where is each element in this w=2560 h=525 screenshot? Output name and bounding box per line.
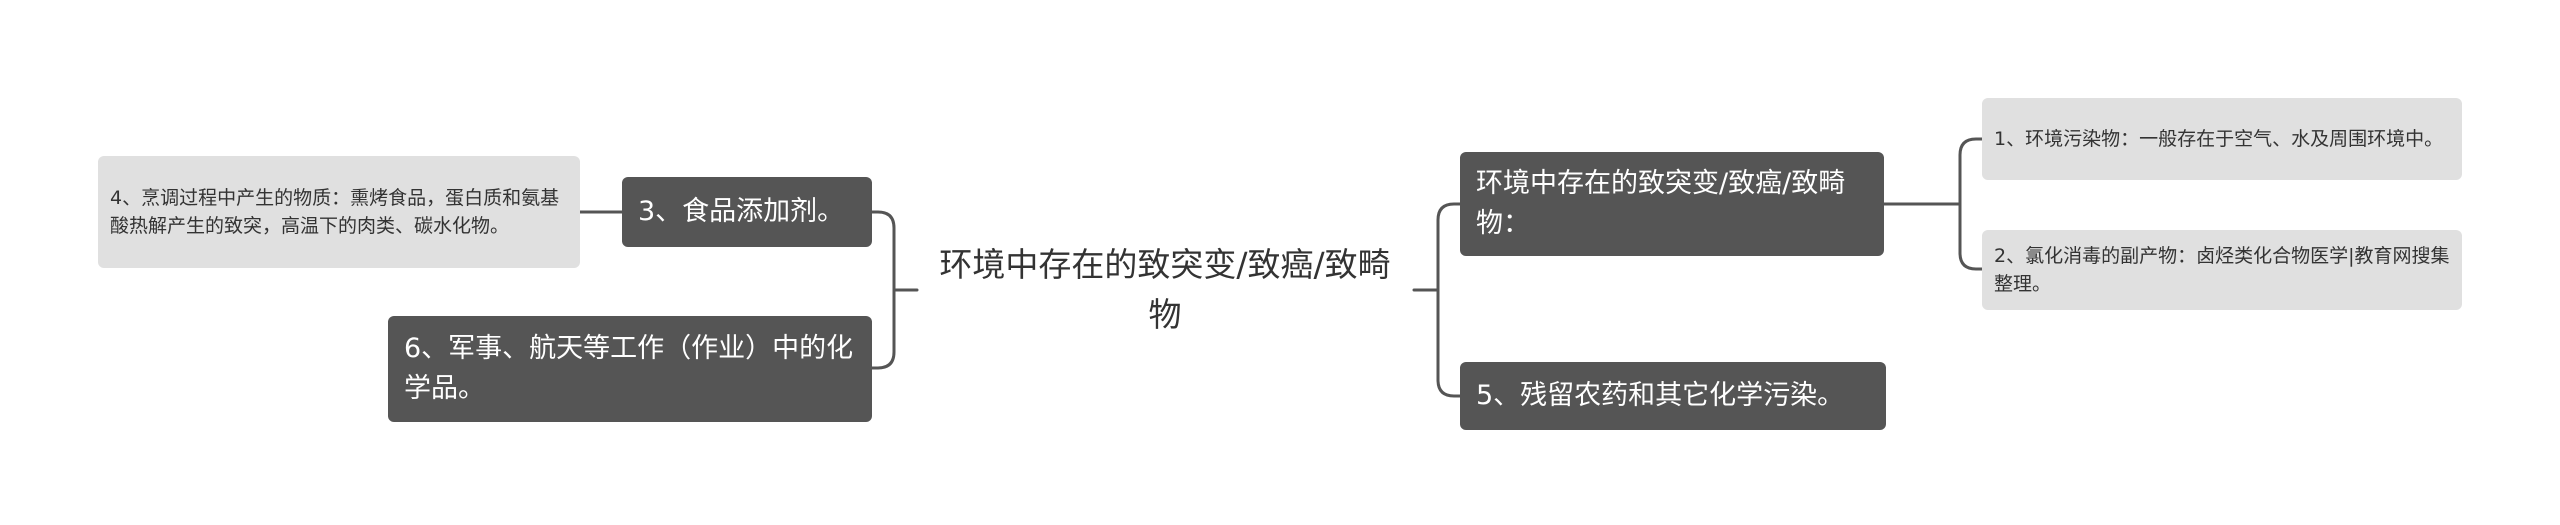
subtopic-environment-pollutants[interactable]: 1、环境污染物：一般存在于空气、水及周围环境中。 xyxy=(1982,98,2462,180)
connector-right-main xyxy=(1436,202,1462,292)
branch-pesticide-residue[interactable]: 5、残留农药和其它化学污染。 xyxy=(1460,362,1886,430)
branch-food-additives[interactable]: 3、食品添加剂。 xyxy=(622,177,872,247)
branch-main-topic[interactable]: 环境中存在的致突变/致癌/致畸物： xyxy=(1460,152,1884,256)
subtopic-chlorination-byproducts[interactable]: 2、氯化消毒的副产物：卤烃类化合物医学|教育网搜集整理。 xyxy=(1982,230,2462,310)
connector-child-1 xyxy=(1958,137,1984,206)
subtopic-chlorination-byproducts-label: 2、氯化消毒的副产物：卤烃类化合物医学|教育网搜集整理。 xyxy=(1994,245,2450,295)
connector-right-5 xyxy=(1436,288,1462,398)
root-topic[interactable]: 环境中存在的致突变/致癌/致畸物 xyxy=(930,236,1400,344)
branch-military-aerospace-chemicals[interactable]: 6、军事、航天等工作（作业）中的化学品。 xyxy=(388,316,872,422)
connector-child-2 xyxy=(1958,202,1984,271)
connector-left-6 xyxy=(870,288,896,370)
subtopic-environment-pollutants-label: 1、环境污染物：一般存在于空气、水及周围环境中。 xyxy=(1994,128,2444,150)
branch-military-aerospace-chemicals-label: 6、军事、航天等工作（作业）中的化学品。 xyxy=(404,333,854,404)
subtopic-cooking-substances[interactable]: 4、烹调过程中产生的物质：熏烤食品，蛋白质和氨基酸热解产生的致突，高温下的肉类、… xyxy=(98,156,580,268)
connector-left-3 xyxy=(870,210,896,292)
branch-pesticide-residue-label: 5、残留农药和其它化学污染。 xyxy=(1476,380,1845,411)
root-topic-label: 环境中存在的致突变/致癌/致畸物 xyxy=(939,245,1391,334)
subtopic-cooking-substances-label: 4、烹调过程中产生的物质：熏烤食品，蛋白质和氨基酸热解产生的致突，高温下的肉类、… xyxy=(110,187,560,237)
branch-food-additives-label: 3、食品添加剂。 xyxy=(638,196,845,227)
branch-main-topic-label: 环境中存在的致突变/致癌/致畸物： xyxy=(1476,168,1846,239)
